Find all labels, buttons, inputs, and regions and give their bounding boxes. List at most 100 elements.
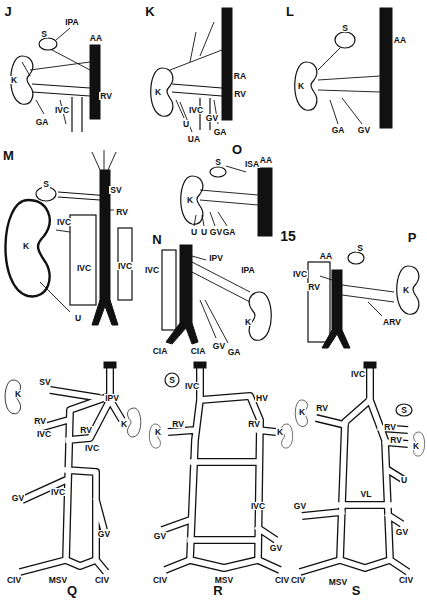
panel-p-drawing-part — [308, 262, 330, 342]
panel-m-drawing-part — [58, 192, 110, 200]
anatomy-label: RV — [247, 420, 261, 429]
panel-p-drawing-part — [332, 270, 342, 330]
anatomy-label: GA — [213, 128, 228, 137]
anatomy-label: K — [276, 428, 284, 437]
anatomy-label: K — [14, 390, 22, 399]
anatomy-label: K — [120, 420, 128, 429]
anatomy-label: MSV — [328, 578, 348, 587]
anatomy-label: U — [182, 120, 190, 129]
anatomy-label: IVC — [292, 270, 308, 279]
anatomy-label: GV — [357, 126, 371, 135]
panel-k-drawing-part — [222, 8, 232, 120]
anatomy-label: GA — [222, 228, 237, 237]
anatomy-label: S — [40, 30, 48, 39]
anatomy-label: VL — [360, 490, 373, 499]
panel-r-drawing — [149, 362, 292, 570]
panel-n-drawing-part — [180, 245, 192, 323]
anatomy-label: IVC — [54, 106, 70, 115]
panel-m-drawing-part — [92, 300, 118, 325]
anatomy-label: K — [10, 76, 18, 85]
anatomy-label: S — [341, 24, 349, 33]
panel-q-drawing-part — [128, 408, 141, 437]
anatomy-label: CIV — [152, 576, 168, 585]
panel-m-drawing-part — [70, 215, 96, 305]
anatomy-label: RV — [99, 92, 113, 101]
anatomy-label: CIA — [190, 347, 207, 356]
anatomy-label: S — [214, 158, 222, 167]
anatomy-label: AA — [89, 34, 103, 43]
panel-o-drawing — [181, 166, 272, 236]
anatomy-label: ARV — [382, 318, 402, 327]
panel-n-drawing — [162, 245, 271, 344]
anatomy-label: S — [356, 244, 364, 253]
anatomy-label: IVC — [50, 488, 66, 497]
anatomy-label: AA — [393, 36, 407, 45]
anatomy-label: IVC — [117, 262, 133, 271]
anatomy-label: U — [190, 228, 198, 237]
panel-s-drawing — [295, 362, 424, 572]
anatomy-label: CIV — [398, 576, 414, 585]
panel-p-drawing-part — [348, 252, 364, 264]
anatomy-label: HV — [255, 394, 269, 403]
panel-r-drawing-part — [165, 373, 179, 387]
panel-letter: K — [144, 5, 155, 19]
panel-j-drawing-part — [39, 38, 57, 50]
anatomy-label: GV — [269, 544, 283, 553]
panel-p-drawing-part — [320, 276, 394, 316]
panel-l-drawing-part — [318, 48, 380, 124]
anatomy-label: RV — [383, 423, 397, 432]
anatomy-label: K — [22, 242, 30, 251]
anatomy-label: U — [74, 314, 82, 323]
anatomy-label: SV — [109, 186, 122, 195]
anatomy-label: AA — [319, 252, 333, 261]
anatomy-label: GA — [331, 126, 346, 135]
anatomy-label: K — [412, 442, 420, 451]
anatomy-label: GV — [153, 532, 167, 541]
panel-p-drawing-part — [322, 330, 350, 348]
anatomy-label: GV — [395, 528, 409, 537]
anatomy-label: GV — [293, 502, 307, 511]
anatomy-label: U — [400, 476, 408, 485]
panel-n-drawing-part — [162, 250, 176, 330]
panel-r-drawing-part — [194, 362, 206, 368]
panel-k-drawing-part — [170, 22, 222, 132]
anatomy-label: IVC — [84, 444, 100, 453]
panel-j-drawing-part — [22, 28, 90, 124]
anatomy-label: RV — [79, 426, 93, 435]
anatomy-label: IVC — [36, 430, 52, 439]
panel-m-drawing-part — [40, 150, 116, 312]
panel-s-drawing-part — [295, 400, 307, 427]
anatomy-label: GV — [212, 342, 226, 351]
anatomy-label: RA — [233, 72, 247, 81]
anatomy-label: GV — [205, 114, 219, 123]
panel-letter: L — [285, 5, 295, 19]
anatomy-label: RV — [307, 283, 321, 292]
anatomy-label: K — [298, 408, 306, 417]
panel-l-drawing-part — [335, 32, 355, 48]
panel-o-drawing-part — [210, 167, 226, 177]
anatomy-label: CIV — [94, 576, 110, 585]
panel-letter: N — [151, 233, 162, 247]
anatomy-label: S — [168, 376, 176, 385]
panel-j-drawing-part — [11, 56, 33, 104]
panel-s-drawing-part — [364, 362, 376, 368]
anatomy-label: K — [154, 428, 162, 437]
anatomy-label: K — [154, 88, 162, 97]
anatomy-label: CIV — [290, 576, 306, 585]
anatomy-label: UA — [187, 135, 201, 144]
anatomy-label: S — [42, 180, 50, 189]
panel-l-drawing-part — [295, 62, 317, 110]
anatomy-label: IVC — [76, 264, 92, 273]
anatomy-label: IVC — [56, 218, 72, 227]
panel-m-drawing-part — [5, 200, 49, 296]
anatomy-label: K — [244, 318, 252, 327]
panel-m-drawing-part — [36, 187, 56, 201]
anatomy-label: GV — [97, 530, 111, 539]
anatomy-label: GA — [227, 348, 242, 357]
anatomy-label: IVC — [188, 106, 204, 115]
panel-letter: M — [2, 149, 15, 163]
figure-number: 15 — [279, 229, 297, 244]
anatomy-label: S — [400, 406, 408, 415]
panel-l-drawing-part — [380, 8, 392, 128]
